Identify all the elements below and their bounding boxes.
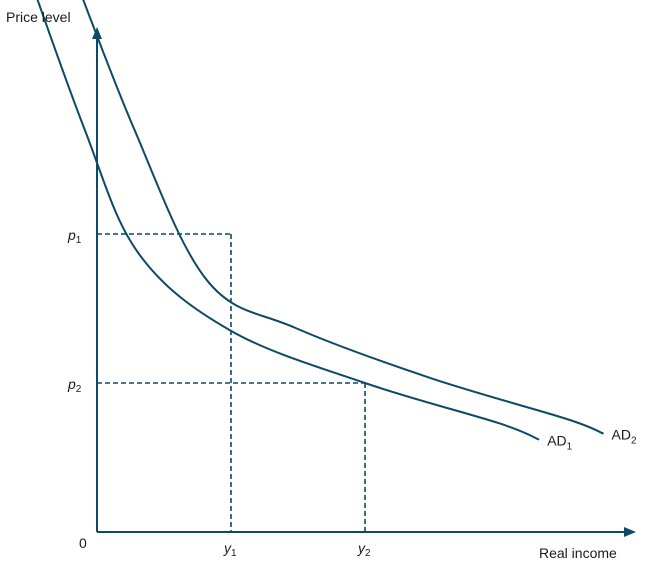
- y-tick-p2-subscript: 2: [76, 384, 82, 395]
- x-axis-arrow: [624, 527, 636, 537]
- origin-label: 0: [79, 535, 87, 551]
- axes: [92, 27, 636, 537]
- y-axis-label: Price level: [6, 9, 71, 25]
- label-ad1-subscript: 1: [567, 442, 573, 453]
- x-tick-y1: y1: [223, 540, 237, 559]
- y-tick-labels: p1 p2: [67, 227, 82, 395]
- label-ad2: AD2: [612, 427, 637, 447]
- curve-ad1: [36, 0, 540, 441]
- y-tick-p2: p2: [67, 376, 82, 395]
- y-tick-p1-subscript: 1: [76, 235, 82, 246]
- x-tick-y2: y2: [357, 540, 371, 559]
- y-axis-arrow: [92, 27, 102, 39]
- x-tick-y2-subscript: 2: [365, 548, 371, 559]
- x-axis-label: Real income: [539, 545, 617, 561]
- curves: [36, 0, 604, 441]
- guide-lines: [97, 233, 366, 532]
- label-ad2-subscript: 2: [631, 436, 637, 447]
- series-labels: AD1 AD2: [547, 427, 637, 453]
- curve-ad2: [82, 0, 604, 435]
- x-tick-labels: y1 y2: [223, 540, 371, 559]
- label-ad1: AD1: [547, 433, 572, 453]
- y-tick-p1: p1: [67, 227, 82, 246]
- x-tick-y1-subscript: 1: [231, 548, 237, 559]
